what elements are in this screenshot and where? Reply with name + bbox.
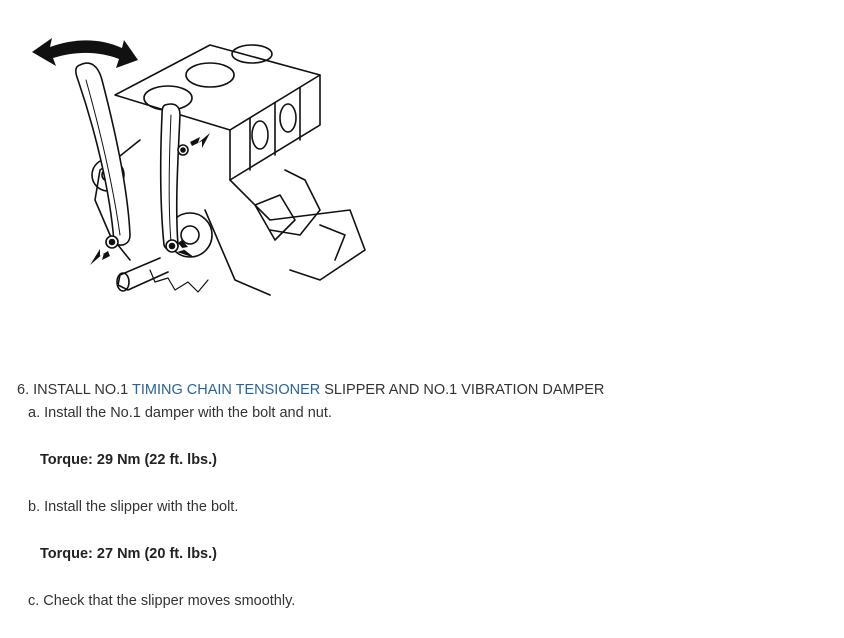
engine-diagram	[20, 20, 380, 315]
torque-spec-slipper: Torque: 27 Nm (20 ft. lbs.)	[40, 546, 217, 562]
substep-b: b. Install the slipper with the bolt.	[28, 499, 239, 515]
double-arrow-icon	[32, 38, 138, 68]
timing-chain-tensioner-slipper-illustration	[32, 38, 366, 296]
step-heading-prefix: 6. INSTALL NO.1	[17, 382, 132, 398]
substep-a: a. Install the No.1 damper with the bolt…	[28, 405, 332, 421]
pointer-arrow-icon	[90, 133, 210, 265]
step-heading-suffix: SLIPPER AND NO.1 VIBRATION DAMPER	[320, 382, 605, 398]
torque-spec-damper: Torque: 29 Nm (22 ft. lbs.)	[40, 452, 217, 468]
substep-c: c. Check that the slipper moves smoothly…	[28, 593, 296, 609]
procedure-section: 6. INSTALL NO.1 TIMING CHAIN TENSIONER S…	[17, 380, 827, 611]
timing-chain-tensioner-link[interactable]: TIMING CHAIN TENSIONER	[131, 382, 321, 398]
step-6-heading: 6. INSTALL NO.1 TIMING CHAIN TENSIONER S…	[17, 380, 827, 400]
